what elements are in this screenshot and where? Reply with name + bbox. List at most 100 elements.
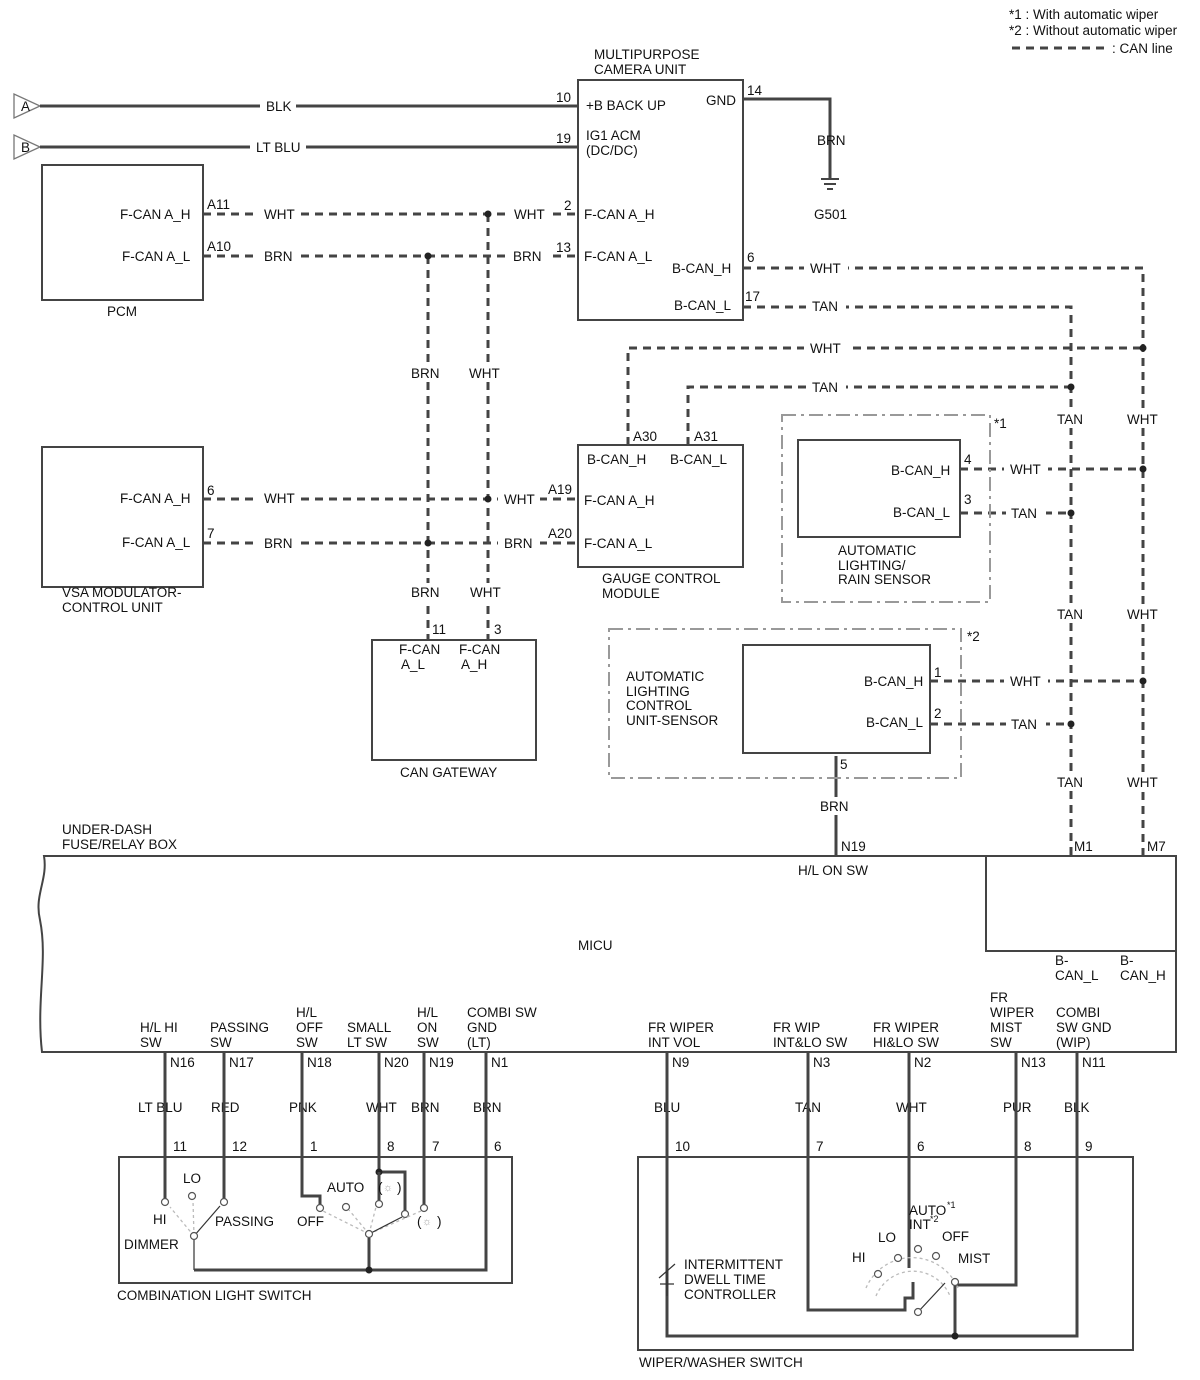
wire-label: WHT <box>1127 607 1158 622</box>
light-switch-off-label: OFF <box>297 1214 324 1229</box>
lever-path <box>322 1210 370 1235</box>
light-switch-auto-label: AUTO <box>327 1180 364 1195</box>
headlight-pivot <box>364 1229 374 1239</box>
contact-small <box>374 1199 384 1209</box>
junction-dots <box>424 210 1147 728</box>
wiper-switch-junction <box>951 1332 959 1340</box>
light-sensor-pin-number: 1 <box>934 665 942 680</box>
contact-mist <box>950 1277 960 1287</box>
ground-g501: BRN G501 <box>814 133 847 222</box>
wire-label: WHT <box>810 341 841 356</box>
micu-terminal-label: H/L HI <box>140 1020 178 1035</box>
camera-pin-ig1-1: IG1 ACM <box>586 128 641 143</box>
light-switch-passing-label: PASSING <box>215 1214 274 1229</box>
wiper-switch-box <box>637 1156 1134 1351</box>
rain-sensor-option-frame <box>781 414 991 603</box>
switch-pin-number: 8 <box>387 1139 395 1154</box>
wiper-switch-wire <box>806 1052 915 1312</box>
micu-terminal-label: SMALL <box>347 1020 392 1035</box>
camera-unit: MULTIPURPOSE CAMERA UNIT +B BACK UP IG1 … <box>556 47 763 321</box>
micu-terminal-label: (WIP) <box>1056 1035 1091 1050</box>
wire-label-mask <box>287 1099 325 1117</box>
bcan-l-gauge <box>686 385 1071 445</box>
light-sensor-pin-number: 2 <box>934 706 942 721</box>
gauge-pin-number: A31 <box>694 429 718 444</box>
micu-terminal-pin: N2 <box>914 1055 931 1070</box>
gateway-pin-fcan-l-1: F-CAN <box>399 642 440 657</box>
camera-pin-number: 19 <box>556 131 571 146</box>
wire-label: TAN <box>1011 506 1037 521</box>
micu-bcan-l-2: CAN_L <box>1055 968 1099 983</box>
wire-label-mask <box>150 1099 188 1117</box>
micu-terminal-pin: N1 <box>491 1055 508 1070</box>
camera-pin-fcan-h: F-CAN A_H <box>584 207 655 222</box>
wire-label: WHT <box>504 492 535 507</box>
rain-sensor-pin-number: 3 <box>964 492 972 507</box>
variable-resistor-icon <box>658 1263 676 1296</box>
gateway-box <box>371 639 537 761</box>
wiper-lever <box>917 1282 946 1313</box>
switch-pin-number: 1 <box>310 1139 318 1154</box>
wiper-auto-label: AUTO <box>909 1203 946 1218</box>
junction-dot <box>484 210 492 218</box>
switch-pin-number: 12 <box>232 1139 247 1154</box>
wire-label-mask <box>364 1099 402 1117</box>
connector-b-label: B <box>21 140 30 155</box>
svg-text:☼: ☼ <box>383 1182 393 1194</box>
vsa-title-1: VSA MODULATOR- <box>62 585 182 600</box>
camera-pin-number: 17 <box>745 289 760 304</box>
vsa-pin-number: 7 <box>207 526 215 541</box>
light-switch-paren: ( <box>417 1214 422 1229</box>
switch-pin-number: 11 <box>173 1139 187 1154</box>
micu-terminal-label: WIPER <box>990 1005 1035 1020</box>
micu-pin-number: M1 <box>1074 839 1093 854</box>
gauge-title-2: MODULE <box>602 586 660 601</box>
micu-terminal-label: FR <box>990 990 1008 1005</box>
wiper-washer-switch: WIPER/WASHER SWITCH INTERMITTENT DWELL T… <box>637 1052 1134 1370</box>
wire-label: BRN <box>513 249 542 264</box>
wire-label-mask <box>209 1099 247 1117</box>
gauge-pin-bcan-h: B-CAN_H <box>587 452 646 467</box>
micu-terminal-label: SW GND <box>1056 1020 1112 1035</box>
junction-dot <box>1139 465 1147 473</box>
light-sensor-option-frame <box>608 628 962 779</box>
camera-pin-backup: +B BACK UP <box>586 98 666 113</box>
contact-hi <box>873 1269 883 1279</box>
wire-label-mask <box>793 1099 831 1117</box>
micu-terminal-label: SW <box>417 1035 439 1050</box>
pcm-pin-fcan-h: F-CAN A_H <box>120 207 191 222</box>
micu-terminal-label: SW <box>210 1035 232 1050</box>
contact-small-2 <box>400 1209 410 1219</box>
light-sensor-pin-bcan-h: B-CAN_H <box>864 674 923 689</box>
junction-dot <box>424 539 432 547</box>
combination-light-switch: COMBINATION LIGHT SWITCH HI LO DIMMER PA… <box>117 1052 513 1303</box>
pcm-pin-number: A10 <box>207 239 231 254</box>
pcm-title: PCM <box>107 304 137 319</box>
gateway-pin-fcan-h-1: F-CAN <box>459 642 500 657</box>
gateway-pin-number: 11 <box>432 622 446 637</box>
gateway-pin-fcan-l-2: A_L <box>401 657 426 672</box>
switch-pin-number: 10 <box>675 1139 690 1154</box>
micu-terminal-pin: N11 <box>1082 1055 1106 1070</box>
rain-sensor-pin-bcan-h: B-CAN_H <box>891 463 950 478</box>
wiper-ctrl-1: INTERMITTENT <box>684 1257 783 1272</box>
wire-label-mask <box>409 1099 447 1117</box>
camera-pin-number: 2 <box>564 198 572 213</box>
junction-dot <box>484 495 492 503</box>
micu-terminal-label: (LT) <box>467 1035 491 1050</box>
micu-terminal-label: FR WIP <box>773 1020 820 1035</box>
light-switch-hi-label: HI <box>153 1212 167 1227</box>
micu-terminal-pin: N16 <box>170 1055 195 1070</box>
contact-off <box>315 1203 325 1213</box>
gauge-pin-bcan-l: B-CAN_L <box>670 452 728 467</box>
can-gateway: CAN GATEWAY F-CAN A_L F-CAN A_H 11 3 <box>371 622 537 780</box>
lever-path <box>348 1209 370 1235</box>
bcan-h-gauge <box>626 346 1143 445</box>
micu-terminal-label: PASSING <box>210 1020 269 1035</box>
camera-pin-number: 14 <box>747 83 763 98</box>
wiper-switch-wire <box>955 1052 1018 1287</box>
light-switch-dimmer-label: DIMMER <box>124 1237 179 1252</box>
micu-terminal-label: COMBI <box>1056 1005 1100 1020</box>
micu-pin-number: M7 <box>1147 839 1166 854</box>
rain-sensor-note: *1 <box>994 416 1007 431</box>
